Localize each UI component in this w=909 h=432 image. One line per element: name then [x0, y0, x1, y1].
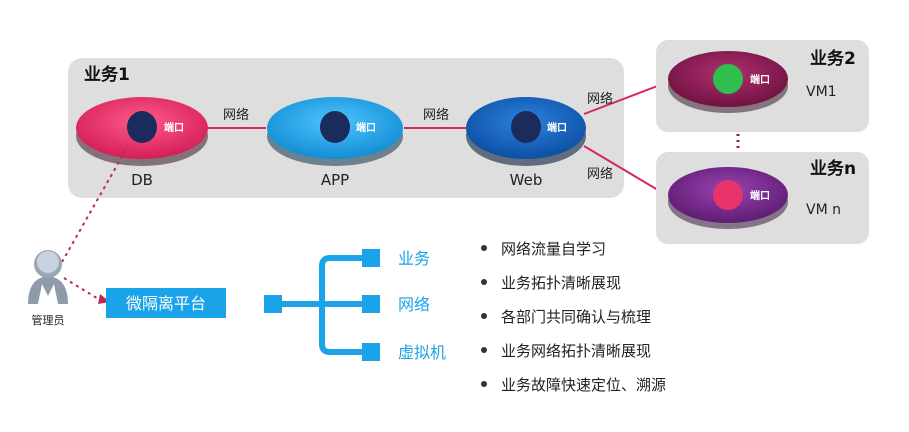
- feature-text: 网络流量自学习: [501, 240, 607, 258]
- vm1-node[interactable]: 端口: [668, 51, 788, 113]
- vmn-label: VM n: [806, 202, 841, 218]
- app-port-dot: [320, 111, 350, 143]
- admin-label: 管理员: [32, 313, 65, 327]
- vm1-port-dot: [713, 64, 743, 94]
- app-node[interactable]: 端口: [267, 97, 403, 166]
- tree-node-vm: [362, 343, 380, 361]
- feature-item: 业务拓扑清晰展现: [481, 266, 666, 300]
- link-label-db-app: 网络: [223, 107, 249, 123]
- db-node[interactable]: 端口: [76, 97, 208, 166]
- tree-label-business: 业务: [398, 249, 430, 268]
- link-label-web-vm1: 网络: [587, 91, 613, 107]
- platform-box[interactable]: 微隔离平台: [106, 288, 226, 318]
- business-n-title: 业务n: [810, 158, 856, 179]
- app-label: APP: [321, 171, 349, 189]
- tree-label-network: 网络: [398, 295, 430, 314]
- bullet-icon: [481, 346, 487, 353]
- tree-label-vm: 虚拟机: [398, 343, 446, 362]
- feature-item: 网络流量自学习: [481, 232, 666, 266]
- admin-user-icon: [28, 250, 68, 304]
- link-label-web-vmn: 网络: [587, 166, 613, 182]
- tree-node-network: [362, 295, 380, 313]
- db-port-label: 端口: [164, 121, 184, 134]
- vmn-port-label: 端口: [750, 189, 770, 202]
- app-port-label: 端口: [356, 121, 376, 134]
- admin-platform-link: [63, 277, 101, 301]
- vm1-label: VM1: [806, 84, 837, 100]
- web-port-label: 端口: [547, 121, 567, 134]
- bullet-icon: [481, 312, 487, 319]
- feature-item: 各部门共同确认与梳理: [481, 300, 666, 334]
- tree-node-business: [362, 249, 380, 267]
- bullet-icon: [481, 244, 487, 251]
- admin-db-link: [61, 145, 129, 263]
- bullet-icon: [481, 278, 487, 285]
- tree-diagram: [264, 249, 380, 361]
- business-1-title: 业务1: [84, 64, 130, 85]
- db-label: DB: [131, 171, 153, 189]
- vm1-port-label: 端口: [750, 73, 770, 86]
- feature-text: 业务拓扑清晰展现: [501, 274, 622, 292]
- vmn-port-dot: [713, 180, 743, 210]
- link-web-vmn: [583, 145, 669, 197]
- web-label: Web: [510, 171, 543, 189]
- feature-list: 网络流量自学习 业务拓扑清晰展现 各部门共同确认与梳理 业务网络拓扑清晰展现 业…: [481, 232, 666, 402]
- bullet-icon: [481, 380, 487, 387]
- link-label-app-web: 网络: [423, 107, 449, 123]
- web-node[interactable]: 端口: [466, 97, 586, 166]
- business-2-title: 业务2: [810, 48, 856, 69]
- platform-label: 微隔离平台: [126, 294, 206, 313]
- feature-text: 业务网络拓扑清晰展现: [501, 342, 652, 360]
- vmn-node[interactable]: 端口: [668, 167, 788, 229]
- feature-text: 各部门共同确认与梳理: [501, 308, 652, 326]
- feature-item: 业务故障快速定位、溯源: [481, 368, 666, 402]
- feature-item: 业务网络拓扑清晰展现: [481, 334, 666, 368]
- web-port-dot: [511, 111, 541, 143]
- db-port-dot: [127, 111, 157, 143]
- link-web-vm1: [583, 81, 669, 115]
- feature-text: 业务故障快速定位、溯源: [501, 376, 667, 394]
